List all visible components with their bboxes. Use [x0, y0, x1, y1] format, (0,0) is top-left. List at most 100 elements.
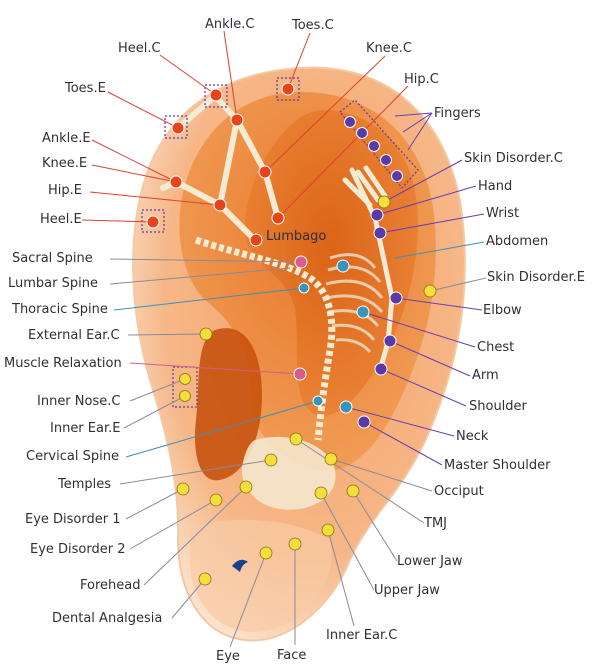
leader-line — [125, 488, 184, 520]
acupoint-temples — [264, 453, 278, 467]
label-inner-ear-c: Inner Ear.C — [326, 628, 397, 643]
acupoint-shoulder — [374, 362, 388, 376]
acupoint-finger-5 — [391, 170, 403, 182]
leader-line — [380, 368, 467, 407]
acupoint-muscle-relaxation — [293, 367, 307, 381]
spine — [194, 236, 336, 441]
acupoint-inner-ear-e — [179, 390, 191, 402]
leader-line — [295, 438, 425, 524]
acupoint-master-shoulder — [357, 415, 371, 429]
label-dental-analgesia: Dental Analgesia — [52, 611, 162, 626]
leader-line — [395, 297, 483, 311]
label-hip-c: Hip.C — [404, 72, 439, 87]
acupoint-heel-c — [209, 88, 223, 102]
acupoint-skin-disorder-c — [377, 195, 391, 209]
tragus-bone — [241, 436, 336, 510]
leader-line — [229, 552, 267, 648]
label-lower-jaw: Lower Jaw — [397, 554, 463, 569]
acupoint-lower-jaw — [346, 484, 360, 498]
label-wrist: Wrist — [486, 206, 519, 221]
label-abdomen: Abdomen — [486, 234, 548, 249]
label-forehead: Forehead — [80, 578, 140, 593]
acupoint-knee-e — [169, 175, 183, 189]
acupoint-hip-e — [213, 198, 227, 212]
label-eye-disorder-1: Eye Disorder 1 — [25, 512, 121, 527]
acupoint-finger-1 — [344, 116, 356, 128]
label-hip-e: Hip.E — [48, 183, 82, 198]
leader-line — [171, 578, 206, 619]
acupoint-elbow — [389, 291, 403, 305]
label-knee-c: Knee.C — [366, 41, 412, 56]
label-eye-disorder-2: Eye Disorder 2 — [30, 542, 126, 557]
acupoint-cervical-spine — [312, 395, 324, 407]
label-cervical-spine: Cervical Spine — [26, 449, 119, 464]
leader-line — [113, 287, 305, 311]
acupoint-upper-jaw — [314, 486, 328, 500]
acupoint-heel-e — [146, 215, 160, 229]
leader-line — [407, 112, 433, 151]
leader-line — [123, 395, 186, 429]
acupoint-inner-nose-c — [179, 373, 191, 385]
leader-line — [264, 55, 386, 173]
acupoint-eye — [259, 546, 273, 560]
acupoint-skin-disorder-e — [423, 284, 437, 298]
leader-line — [159, 54, 217, 96]
label-occiput: Occiput — [434, 484, 484, 499]
acupoint-face — [288, 537, 302, 551]
acupoint-wrist — [373, 226, 387, 240]
leader-line — [119, 459, 272, 485]
leader-line — [127, 333, 207, 336]
acupoint-finger-4 — [380, 154, 392, 166]
acupoint-ankle-c-dot — [230, 113, 244, 127]
acupoint-occiput — [324, 452, 338, 466]
leader-line — [376, 185, 477, 216]
label-face: Face — [277, 648, 306, 663]
leader-line — [383, 159, 463, 203]
label-upper-jaw: Upper Jaw — [374, 583, 440, 598]
leader-line — [129, 362, 301, 375]
leader-line — [81, 219, 154, 223]
leader-line — [402, 112, 433, 133]
ear-canal — [195, 328, 262, 481]
label-inner-nose-c: Inner Nose.C — [37, 394, 120, 409]
leader-line — [330, 458, 433, 492]
label-external-ear-c: External Ear.C — [28, 328, 120, 343]
label-elbow: Elbow — [483, 303, 522, 318]
leader-line — [363, 421, 443, 466]
label-master-shoulder: Master Shoulder — [444, 458, 551, 473]
label-heel-e: Heel.E — [40, 212, 82, 227]
label-temples: Temples — [57, 477, 111, 492]
leader-line — [277, 85, 409, 219]
acupoint-hip-c — [271, 211, 285, 225]
leader-line — [109, 258, 302, 263]
acupoint-abdomen — [336, 259, 350, 273]
acupoint-finger-2 — [356, 127, 368, 139]
leader-line — [287, 32, 311, 90]
acupoint-eye-disorder-1 — [176, 482, 190, 496]
acupoint-arm — [383, 334, 397, 348]
leader-line — [129, 378, 186, 402]
label-eye: Eye — [216, 649, 240, 664]
leg-skeleton — [160, 91, 281, 243]
acupoint-finger-3 — [368, 140, 380, 152]
acupoint-inner-ear-c — [321, 523, 335, 537]
label-lumbago: Lumbago — [266, 229, 326, 244]
label-hand: Hand — [478, 179, 512, 194]
acupoint-tmj — [289, 432, 303, 446]
acupoint-thoracic-spine — [298, 282, 310, 294]
acupoint-dental-analgesia — [198, 572, 212, 586]
label-knee-e: Knee.E — [42, 156, 87, 171]
label-lumbar-spine: Lumbar Spine — [8, 276, 98, 291]
leader-line — [91, 139, 177, 183]
label-toes-c: Toes.C — [291, 18, 334, 33]
leader-line — [379, 213, 485, 234]
leader-line — [327, 529, 355, 627]
label-shoulder: Shoulder — [469, 399, 528, 414]
acupoint-sacral-spine — [294, 255, 308, 269]
label-toes-e: Toes.E — [64, 81, 106, 96]
leader-line — [89, 191, 221, 206]
leader-line — [429, 277, 487, 292]
label-skin-disorder-c: Skin Disorder.C — [464, 151, 563, 166]
